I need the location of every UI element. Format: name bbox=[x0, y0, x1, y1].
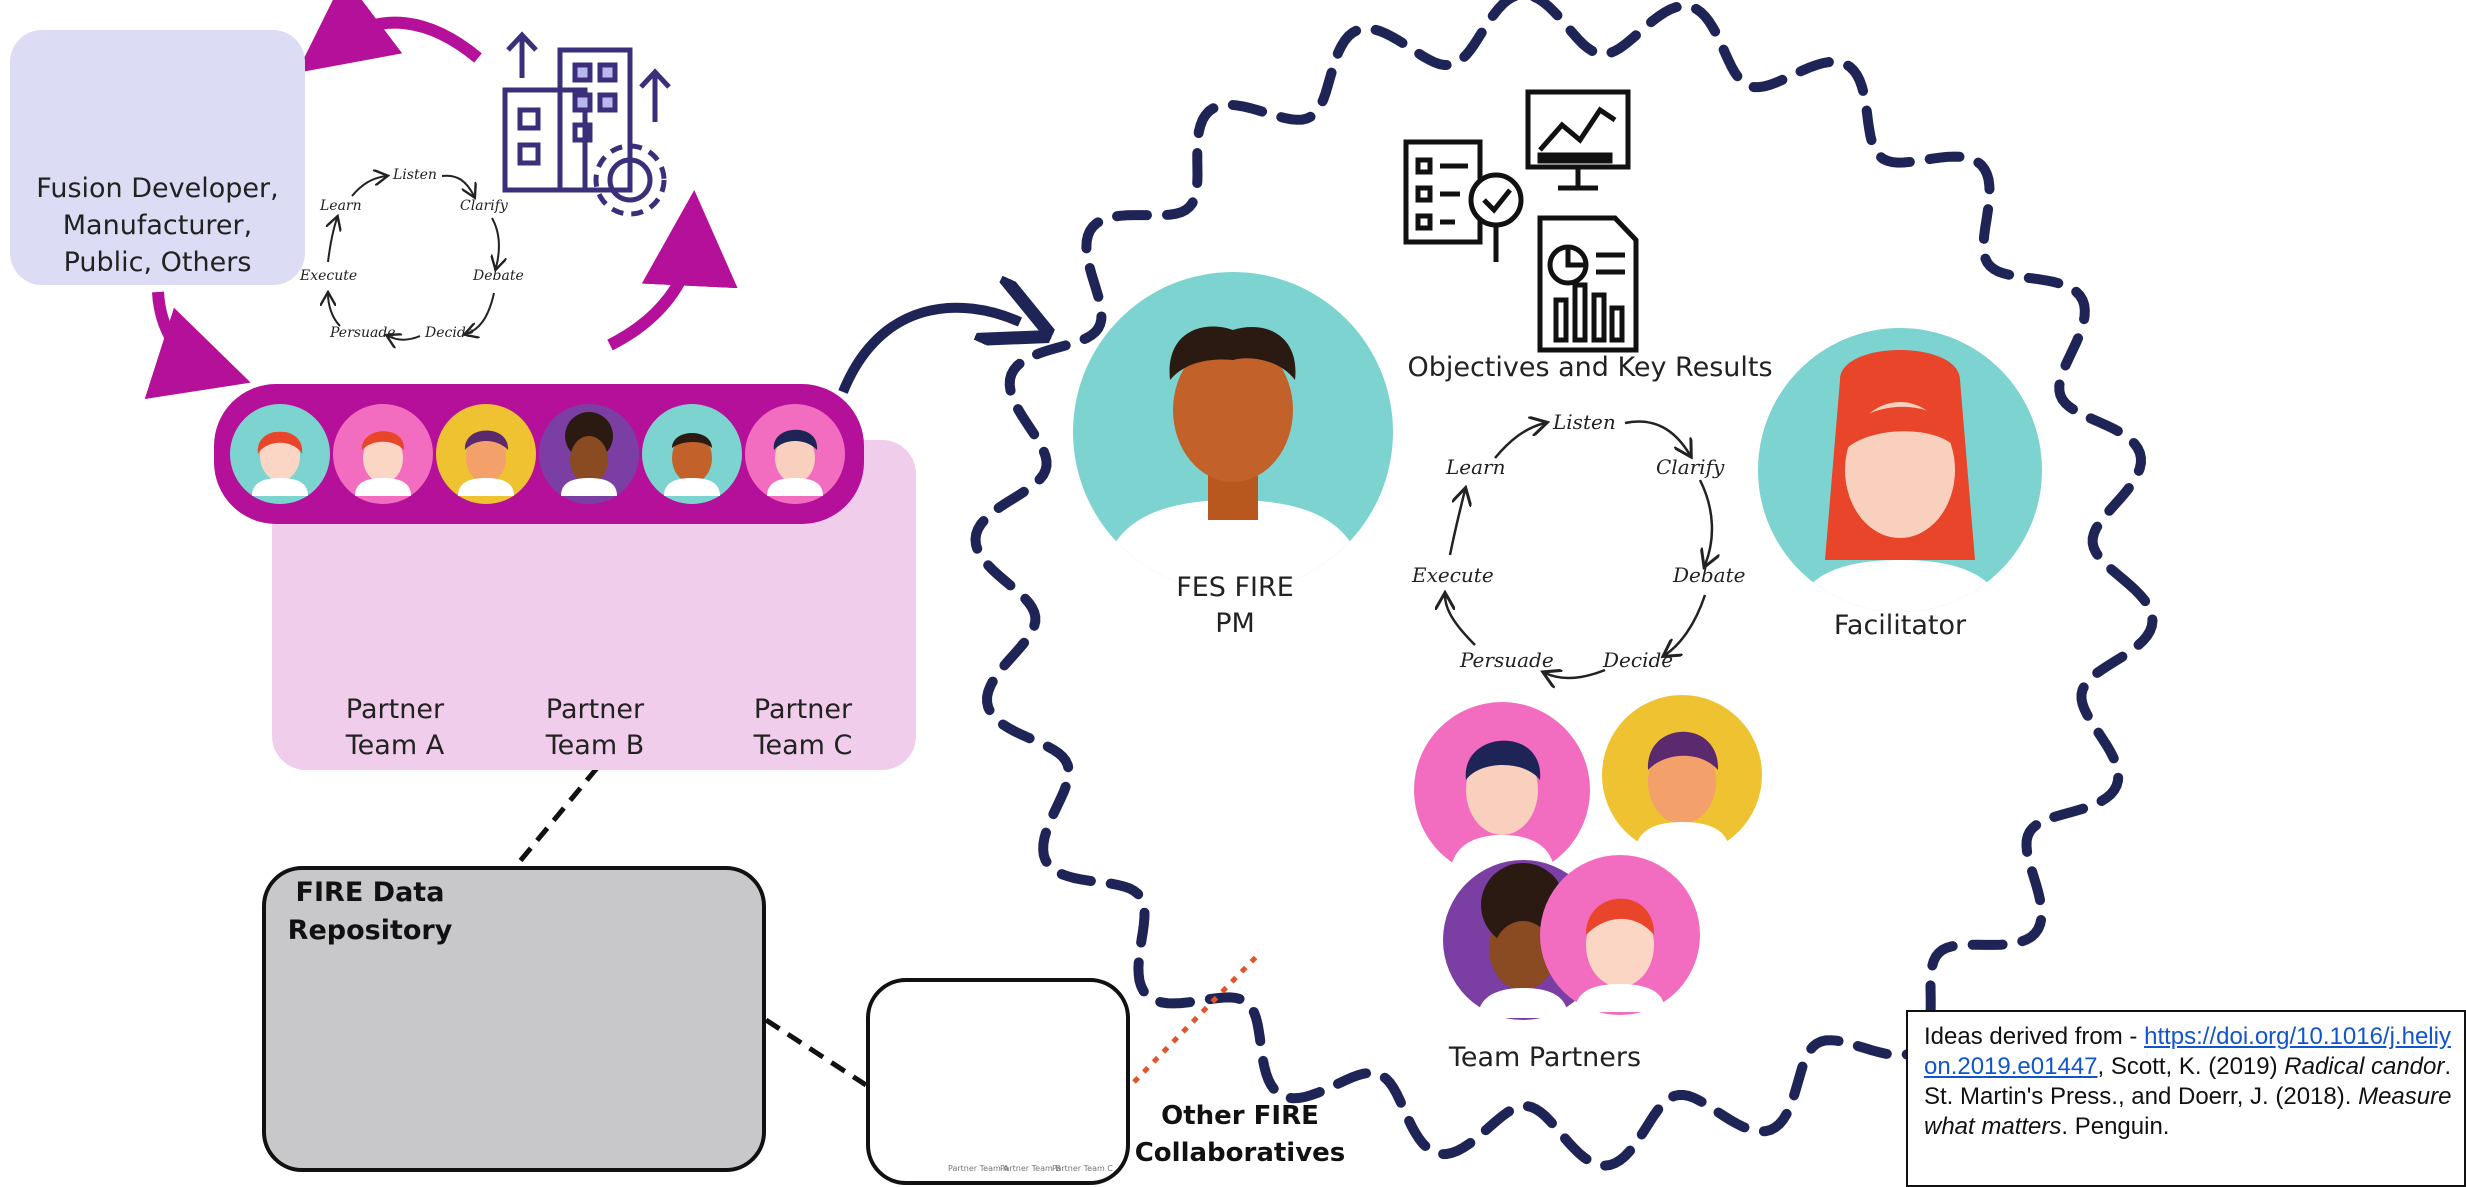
arrow-to-teams bbox=[144, 291, 251, 400]
team-partners-label: Team Partners bbox=[1448, 1042, 1642, 1073]
citation-box: Ideas derived from - https://doi.org/10.… bbox=[1906, 1010, 2466, 1187]
partner-team-c-line1: Partner bbox=[753, 694, 853, 725]
small-cycle-debate: Debate bbox=[473, 268, 524, 284]
small-cycle-execute: Execute bbox=[300, 268, 358, 284]
collaboratives-panel bbox=[866, 978, 1130, 1185]
bar-avatar-4 bbox=[539, 404, 639, 504]
small-cycle-persuade: Persuade bbox=[330, 325, 396, 341]
stakeholder-line-3: Public, Others bbox=[63, 247, 252, 278]
partner-team-a-line1: Partner bbox=[345, 694, 445, 725]
citation-suffix: . Penguin. bbox=[2061, 1113, 2170, 1140]
pm-avatar bbox=[1073, 272, 1393, 592]
small-cycle-listen: Listen bbox=[393, 167, 437, 183]
partner-team-a-line2: Team A bbox=[345, 730, 445, 761]
mini-label-c: Partner Team C bbox=[1052, 1164, 1113, 1173]
center-cycle-arrows bbox=[1445, 422, 1712, 678]
monitor-chart-icon bbox=[1525, 89, 1631, 191]
partner-team-b-line1: Partner bbox=[545, 694, 645, 725]
facilitator-label: Facilitator bbox=[1833, 610, 1967, 641]
stakeholder-line-1: Fusion Developer, bbox=[36, 173, 279, 204]
stakeholder-label: Fusion Developer, Manufacturer, Public, … bbox=[10, 170, 305, 281]
citation-mid2: . St. Martin's Press., and Doerr, J. (20… bbox=[1924, 1053, 2452, 1110]
dashed-connector-repo bbox=[514, 766, 599, 868]
collaboratives-title-line2: Collaboratives bbox=[1134, 1138, 1346, 1168]
collaboratives-title-line1: Other FIRE bbox=[1161, 1101, 1319, 1131]
collaboratives-title: Other FIRE Collaboratives bbox=[1130, 1098, 1350, 1172]
bar-avatar-5 bbox=[642, 404, 742, 504]
dashed-connector-collab bbox=[764, 1017, 868, 1088]
cycle-decide: Decide bbox=[1603, 648, 1674, 672]
stakeholder-panel bbox=[10, 30, 305, 285]
arrow-up-right bbox=[607, 190, 738, 351]
team-avatar-bar bbox=[214, 384, 864, 524]
cycle-persuade: Persuade bbox=[1460, 648, 1554, 672]
repository-panel bbox=[262, 866, 766, 1172]
mini-label-a: Partner Team A bbox=[948, 1164, 1009, 1173]
team-partner-avatar-2 bbox=[1602, 695, 1762, 855]
dotted-connector-red bbox=[1132, 953, 1260, 1084]
stakeholder-line-2: Manufacturer, bbox=[62, 210, 253, 241]
team-partner-avatar-4 bbox=[1540, 855, 1700, 1015]
okr-label: Objectives and Key Results bbox=[1407, 352, 1773, 383]
mini-label-b: Partner Team B bbox=[1000, 1164, 1061, 1173]
citation-book1: Radical candor bbox=[2284, 1053, 2445, 1080]
partner-team-b-line2: Team B bbox=[545, 730, 645, 761]
repository-title-line2: Repository bbox=[287, 915, 453, 946]
cycle-learn: Learn bbox=[1446, 455, 1506, 479]
partner-team-b-label: Partner Team B bbox=[510, 692, 680, 764]
cycle-debate: Debate bbox=[1673, 563, 1746, 587]
arrow-to-center bbox=[838, 308, 1020, 394]
bar-avatar-6 bbox=[745, 404, 845, 504]
arrow-to-stakeholders bbox=[296, 0, 482, 73]
partner-team-c-line2: Team C bbox=[753, 730, 853, 761]
cycle-listen: Listen bbox=[1553, 410, 1616, 434]
citation-mid: , Scott, K. (2019) bbox=[2097, 1053, 2285, 1080]
wavy-boundary bbox=[970, 0, 2158, 1171]
pm-label: FES FIRE PM bbox=[1135, 570, 1335, 642]
partner-team-a-label: Partner Team A bbox=[310, 692, 480, 764]
cycle-execute: Execute bbox=[1412, 563, 1494, 587]
small-cycle-decide: Decide bbox=[425, 325, 475, 341]
small-cycle-learn: Learn bbox=[320, 198, 362, 214]
report-icon bbox=[1537, 215, 1639, 353]
small-cycle-arrows bbox=[328, 176, 499, 340]
repository-title: FIRE Data Repository bbox=[270, 874, 470, 950]
small-cycle-clarify: Clarify bbox=[460, 198, 508, 214]
checklist-icon bbox=[1403, 139, 1524, 262]
facilitator-avatar bbox=[1758, 328, 2042, 612]
bar-avatar-2 bbox=[333, 404, 433, 504]
cycle-clarify: Clarify bbox=[1656, 455, 1725, 479]
citation-link[interactable]: https://doi.org/10.1016/j.heliyon.2019.e… bbox=[1924, 1023, 2451, 1080]
pm-label-line2: PM bbox=[1215, 608, 1255, 639]
pm-label-line1: FES FIRE bbox=[1176, 572, 1294, 603]
partner-team-c-label: Partner Team C bbox=[718, 692, 888, 764]
bar-avatar-1 bbox=[230, 404, 330, 504]
building-gear-icon bbox=[502, 31, 671, 217]
team-partner-avatar-1 bbox=[1414, 702, 1590, 878]
bar-avatar-3 bbox=[436, 404, 536, 504]
repository-title-line1: FIRE Data bbox=[295, 877, 445, 908]
citation-book2: Measure what matters bbox=[1924, 1083, 2452, 1140]
citation-prefix: Ideas derived from - bbox=[1924, 1023, 2145, 1050]
